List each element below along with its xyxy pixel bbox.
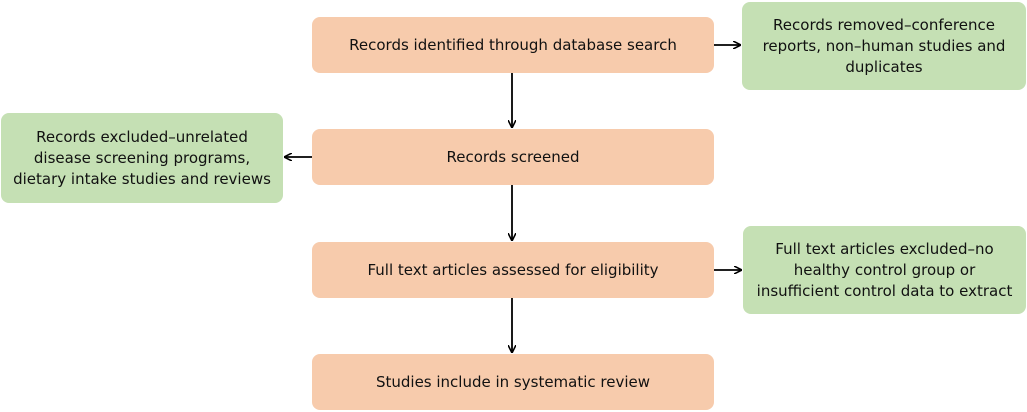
exclusion-records-removed-label: Records removed–conference reports, non–… <box>762 15 1006 76</box>
step-full-text-assessed: Full text articles assessed for eligibil… <box>312 242 714 298</box>
step-records-screened: Records screened <box>312 129 714 185</box>
step-studies-included-label: Studies include in systematic review <box>375 372 651 391</box>
step-records-identified: Records identified through database sear… <box>312 17 714 73</box>
exclusion-records-excluded-label: Records excluded–unrelated disease scree… <box>13 127 271 188</box>
exclusion-records-removed: Records removed–conference reports, non–… <box>742 2 1026 90</box>
step-records-screened-label: Records screened <box>446 147 580 166</box>
step-full-text-assessed-label: Full text articles assessed for eligibil… <box>367 260 659 279</box>
step-studies-included: Studies include in systematic review <box>312 354 714 410</box>
step-records-identified-label: Records identified through database sear… <box>349 35 677 54</box>
exclusion-records-excluded: Records excluded–unrelated disease scree… <box>1 113 283 203</box>
exclusion-full-text-excluded: Full text articles excluded–no healthy c… <box>743 226 1026 314</box>
exclusion-full-text-excluded-label: Full text articles excluded–no healthy c… <box>756 239 1013 300</box>
